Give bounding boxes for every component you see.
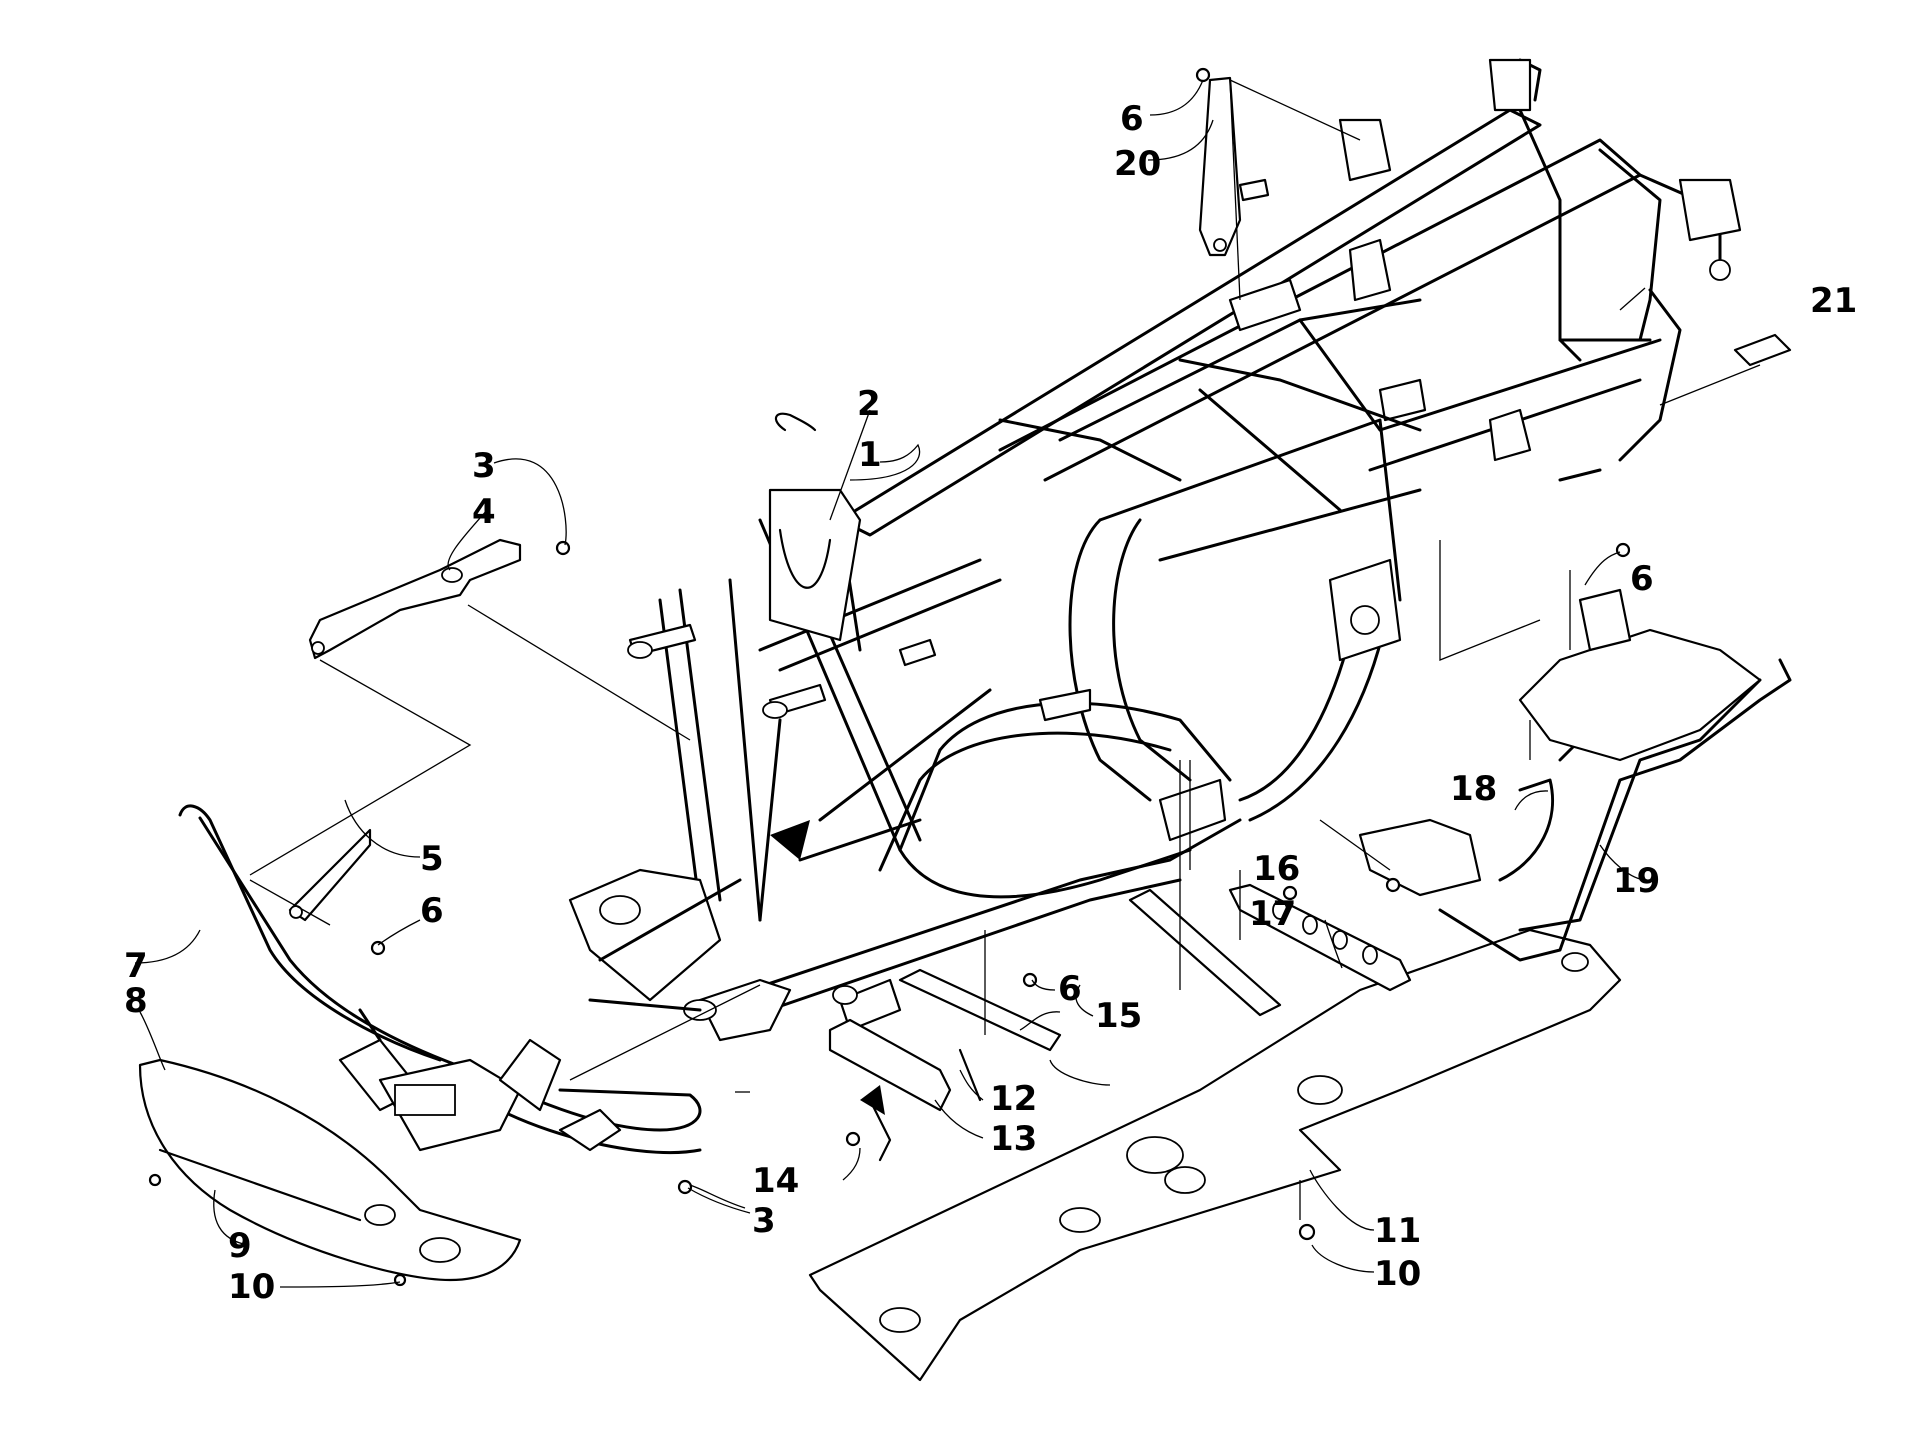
callout-17: 17 bbox=[1249, 894, 1296, 934]
callout-6-left: 6 bbox=[420, 891, 444, 931]
part-2-clip bbox=[774, 412, 817, 432]
callout-leaders bbox=[134, 79, 1648, 1288]
part-11-skid-plate bbox=[808, 928, 1622, 1382]
callout-2: 2 bbox=[857, 384, 881, 424]
part-15-pads bbox=[898, 888, 1282, 1052]
part-20-strut bbox=[1198, 76, 1270, 257]
alignment-arrows bbox=[770, 820, 885, 1115]
part-13-bracket bbox=[828, 1018, 952, 1112]
rear-bracket bbox=[1228, 818, 1482, 992]
callout-3-lower: 3 bbox=[752, 1201, 776, 1241]
part-8-front-guard bbox=[138, 1058, 522, 1282]
callout-15: 15 bbox=[1095, 996, 1142, 1036]
callout-8: 8 bbox=[124, 981, 148, 1021]
part-4-front-bracket bbox=[308, 538, 522, 660]
callout-1: 1 bbox=[858, 435, 882, 475]
main-frame bbox=[568, 58, 1742, 1042]
callout-3-upper: 3 bbox=[472, 446, 496, 486]
part-7-front-bumper bbox=[178, 804, 702, 1155]
callout-10-right: 10 bbox=[1374, 1254, 1421, 1294]
callout-16: 16 bbox=[1253, 849, 1300, 889]
callout-10-left: 10 bbox=[228, 1267, 275, 1307]
callout-18: 18 bbox=[1450, 769, 1497, 809]
assembly-lines bbox=[249, 79, 1761, 1220]
callout-11: 11 bbox=[1374, 1211, 1421, 1251]
callout-6-center: 6 bbox=[1058, 969, 1082, 1009]
part-21-label bbox=[1733, 333, 1792, 367]
callout-20: 20 bbox=[1114, 144, 1161, 184]
callout-7: 7 bbox=[124, 946, 148, 986]
part-5-brace bbox=[288, 828, 372, 922]
callout-labels: 1 2 3 4 5 6 6 6 6 7 8 9 10 10 11 12 13 1… bbox=[124, 99, 1857, 1307]
callout-4: 4 bbox=[472, 492, 496, 532]
callout-6-top: 6 bbox=[1120, 99, 1144, 139]
part-19-rear-frame bbox=[1438, 588, 1792, 962]
callout-12: 12 bbox=[990, 1079, 1037, 1119]
callout-6-right: 6 bbox=[1630, 559, 1654, 599]
fasteners bbox=[148, 67, 1631, 1287]
callout-19: 19 bbox=[1613, 861, 1660, 901]
callout-9: 9 bbox=[228, 1226, 252, 1266]
callout-13: 13 bbox=[990, 1119, 1037, 1159]
callout-14: 14 bbox=[752, 1161, 799, 1201]
callout-5: 5 bbox=[420, 839, 444, 879]
callout-21: 21 bbox=[1810, 281, 1857, 321]
